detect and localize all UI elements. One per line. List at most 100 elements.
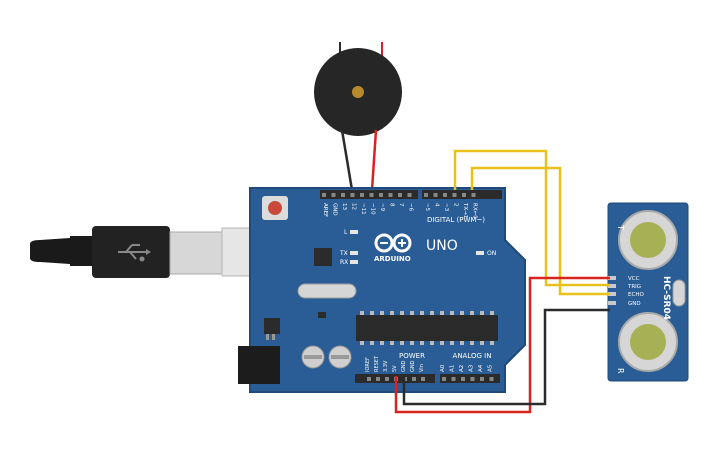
sensor-pin-label: ECHO: [628, 292, 644, 298]
digital-label: DIGITAL (PWM~): [427, 216, 485, 224]
chip-pins: [360, 311, 494, 345]
sensor-pin-label: TRIG: [627, 284, 641, 290]
power-pin-label: 3.3V: [383, 360, 389, 372]
chip-pin: [400, 311, 404, 315]
analog-pin-label: A0: [440, 364, 446, 372]
chip-pin: [380, 311, 384, 315]
led-tx: [350, 251, 358, 255]
buzzer[interactable]: [314, 42, 402, 136]
chip-pin: [430, 341, 434, 345]
header-analog: [440, 374, 500, 383]
chip-pin: [460, 341, 464, 345]
reset-button[interactable]: [268, 201, 282, 215]
chip-pin: [380, 341, 384, 345]
chip-pin: [360, 341, 364, 345]
header-pin[interactable]: [461, 377, 465, 381]
top-pin-label: 7: [398, 203, 404, 207]
wire-buzzer-pin12: [370, 129, 378, 191]
top-pin-label: ~10: [370, 203, 376, 215]
header-pin[interactable]: [376, 377, 380, 381]
chip-pin: [450, 341, 454, 345]
led-tx-label: TX: [339, 250, 348, 257]
capacitor-1-mark: [304, 355, 322, 359]
header-pin[interactable]: [350, 193, 355, 197]
header-pin[interactable]: [480, 377, 484, 381]
top-pin-label: ~3: [443, 203, 449, 212]
chip-pin: [450, 311, 454, 315]
sensor-pin[interactable]: [608, 276, 616, 280]
led-on-label: ON: [487, 250, 496, 257]
top-pin-label: ~6: [408, 203, 414, 212]
header-pin[interactable]: [489, 377, 494, 381]
header-pin[interactable]: [331, 193, 336, 197]
header-pin[interactable]: [443, 193, 447, 197]
header-pin[interactable]: [471, 193, 476, 197]
header-pin[interactable]: [452, 193, 457, 197]
chip-pin: [490, 311, 494, 315]
header-pin[interactable]: [388, 193, 393, 197]
header-pin[interactable]: [367, 377, 371, 381]
led-on: [476, 251, 484, 255]
power-pin-label: 5V: [392, 365, 398, 372]
wire-yellow-trig: [453, 149, 610, 287]
header-pin[interactable]: [424, 193, 428, 197]
chip-pin: [440, 311, 444, 315]
header-pin[interactable]: [398, 193, 402, 197]
sensor-pin[interactable]: [608, 284, 616, 288]
analog-label: ANALOG IN: [453, 352, 492, 360]
analog-pin-label: A1: [450, 365, 456, 372]
top-pin-label: GND: [332, 203, 338, 216]
chip-pin: [370, 341, 374, 345]
header-pin[interactable]: [421, 377, 425, 381]
chip-pin: [480, 341, 484, 345]
cable-strain: [70, 236, 92, 266]
crystal-oscillator: [297, 283, 357, 299]
header-pin[interactable]: [385, 377, 389, 381]
header-pin[interactable]: [360, 193, 364, 197]
dc-power-jack: [238, 346, 280, 384]
arduino-wordmark: ARDUINO: [374, 255, 411, 263]
chip-pin: [370, 311, 374, 315]
power-pin-label: Vin: [419, 364, 425, 372]
top-pin-label: 4: [434, 203, 440, 207]
header-pin[interactable]: [341, 193, 345, 197]
header-pin[interactable]: [379, 193, 383, 197]
usb-plug-metal: [169, 231, 223, 275]
top-pin-label: ~11: [360, 203, 366, 215]
chip-pin: [440, 341, 444, 345]
sensor-pin[interactable]: [608, 301, 616, 305]
chip-pin: [420, 311, 424, 315]
chip-pin: [430, 311, 434, 315]
chip-pin: [410, 341, 414, 345]
model-label: UNO: [426, 238, 458, 254]
header-pin[interactable]: [412, 377, 416, 381]
header-pin[interactable]: [369, 193, 374, 197]
header-pin[interactable]: [322, 193, 326, 197]
sensor-crystal: [672, 279, 686, 307]
chip-pin: [470, 311, 474, 315]
header-pin[interactable]: [407, 193, 412, 197]
power-pin-label: GND: [401, 360, 407, 372]
chip-pin: [490, 341, 494, 345]
chip-pin: [390, 341, 394, 345]
chip-pin: [390, 311, 394, 315]
sensor-pin[interactable]: [608, 292, 616, 296]
header-pin[interactable]: [462, 193, 466, 197]
analog-pin-label: A4: [478, 364, 484, 372]
usb-chip: [314, 248, 332, 266]
header-pin[interactable]: [442, 377, 446, 381]
chip-pin: [410, 311, 414, 315]
header-pin[interactable]: [470, 377, 475, 381]
voltage-regulator: [264, 318, 280, 334]
capacitor-2-mark: [331, 355, 349, 359]
header-pin[interactable]: [433, 193, 438, 197]
top-pin-label: 13: [341, 203, 347, 210]
header-pin[interactable]: [451, 377, 456, 381]
top-pin-label: RX←0: [472, 203, 478, 219]
top-pin-label: 12: [351, 203, 357, 210]
header-top-left: [320, 190, 418, 199]
